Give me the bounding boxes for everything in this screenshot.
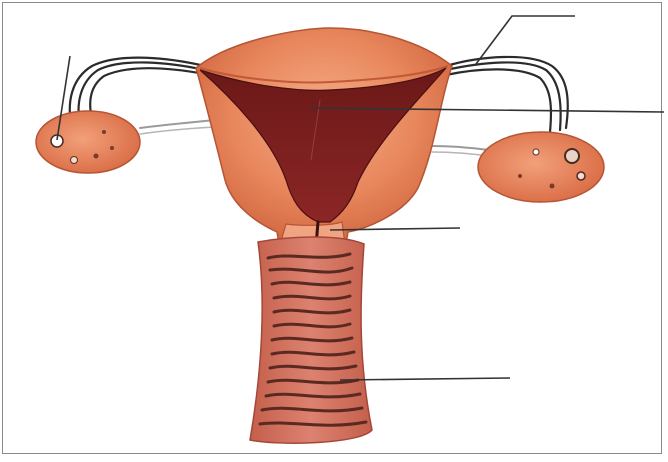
vagina xyxy=(250,237,372,443)
pointer-vagina xyxy=(340,378,510,380)
ovary-right xyxy=(478,132,604,202)
ovary-left xyxy=(36,111,140,173)
